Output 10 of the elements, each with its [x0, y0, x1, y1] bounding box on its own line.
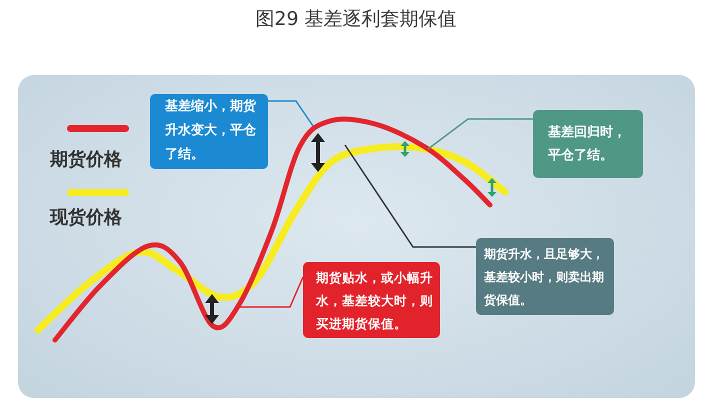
legend-label: 期货价格 [50, 148, 122, 172]
callout-box: 基差缩小，期货升水变大，平仓了结。 [150, 94, 268, 169]
callout-box: 期货贴水，或小幅升水，基差较大时，则买进期货保值。 [303, 262, 440, 338]
callout-box: 基差回归时，平仓了结。 [533, 110, 643, 178]
callout-box: 期货升水，且足够大，基差较小时，则卖出期货保值。 [476, 238, 614, 315]
leader-line [428, 118, 533, 150]
legend-label: 现货价格 [50, 206, 122, 230]
title: 图29 基差逐利套期保值 [255, 7, 457, 32]
leader-line [268, 100, 314, 126]
leader-line [344, 144, 476, 248]
